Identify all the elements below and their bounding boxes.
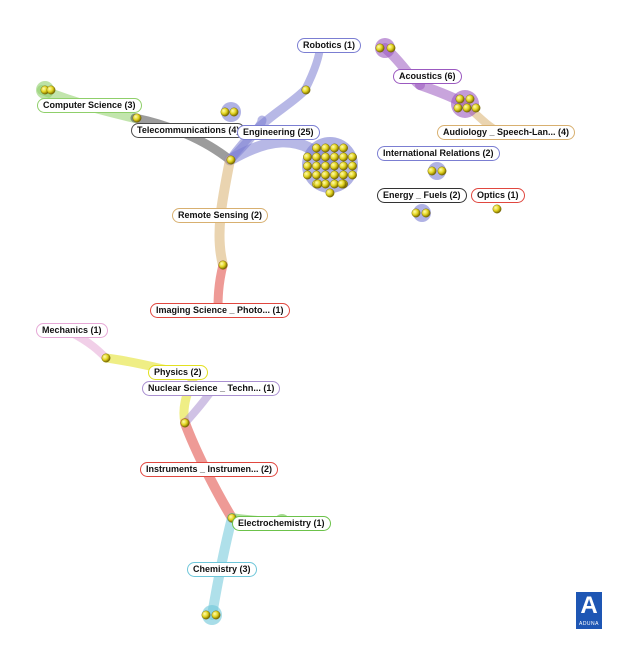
document-node-31 [321,152,330,162]
document-node-17 [421,208,431,218]
document-node-6 [229,107,239,117]
document-node-9 [455,94,465,104]
cluster-label-electrochemistry[interactable]: Electrochemistry (1) [232,516,331,531]
document-node-19 [218,260,228,270]
cluster-label-energy-fuels[interactable]: Energy _ Fuels (2) [377,188,467,203]
cluster-label-audiology[interactable]: Audiology _ Speech-Lan... (4) [437,125,576,140]
document-node-53 [325,188,335,198]
document-node-37 [321,161,330,171]
cluster-label-robotics[interactable]: Robotics (1) [297,38,362,53]
cluster-label-international-relations[interactable]: International Relations (2) [377,146,500,161]
document-node-27 [330,143,339,153]
document-node-49 [330,179,339,189]
logo-letter: A [580,592,598,619]
cluster-label-engineering[interactable]: Engineering (25) [237,125,320,140]
document-node-25 [312,143,321,153]
document-node-39 [339,161,348,171]
document-node-11 [453,103,463,113]
document-node-16 [411,208,421,218]
document-node-41 [303,170,312,180]
cluster-label-optics[interactable]: Optics (1) [471,188,525,203]
cluster-label-physics[interactable]: Physics (2) [148,365,208,380]
document-node-48 [321,179,330,189]
document-node-1 [226,155,236,165]
cluster-label-instruments[interactable]: Instruments _ Instrumen... (2) [140,462,279,477]
document-node-28 [339,143,348,153]
document-node-43 [321,170,330,180]
document-node-5 [220,107,230,117]
cluster-label-mechanics[interactable]: Mechanics (1) [36,323,108,338]
document-node-45 [339,170,348,180]
document-node-13 [471,103,481,113]
cluster-blob-5 [428,162,446,180]
document-node-12 [462,103,472,113]
document-node-14 [427,166,437,176]
document-node-35 [303,161,312,171]
document-node-40 [348,161,357,171]
document-node-51 [313,179,323,189]
document-node-24 [211,610,221,620]
document-node-30 [312,152,321,162]
cluster-label-imaging-science[interactable]: Imaging Science _ Photo... (1) [150,303,290,318]
document-node-26 [321,143,330,153]
document-node-7 [375,43,385,53]
cluster-label-nuclear-science[interactable]: Nuclear Science _ Techn... (1) [142,381,281,396]
document-node-44 [330,170,339,180]
aduna-logo: A ADUNA [576,592,602,629]
cluster-label-telecommunications[interactable]: Telecommunications (4) [131,123,246,138]
document-node-36 [312,161,321,171]
document-node-3 [46,85,56,95]
document-node-29 [303,152,312,162]
document-node-34 [348,152,357,162]
document-node-0 [301,85,311,95]
document-node-46 [348,170,357,180]
cluster-label-acoustics[interactable]: Acoustics (6) [393,69,462,84]
document-node-42 [312,170,321,180]
document-node-10 [465,94,475,104]
cluster-label-chemistry[interactable]: Chemistry (3) [187,562,257,577]
document-node-38 [330,161,339,171]
logo-text: ADUNA [578,621,599,627]
document-node-52 [337,179,347,189]
document-node-33 [339,152,348,162]
document-node-23 [201,610,211,620]
cluster-blob-3 [375,38,395,58]
document-node-32 [330,152,339,162]
document-node-15 [437,166,447,176]
document-node-4 [132,113,142,123]
cluster-label-computer-science[interactable]: Computer Science (3) [37,98,142,113]
connector-5 [225,85,310,165]
document-node-21 [180,418,190,428]
document-node-20 [101,353,111,363]
document-node-8 [386,43,396,53]
document-node-18 [492,204,502,214]
cluster-label-remote-sensing[interactable]: Remote Sensing (2) [172,208,269,223]
